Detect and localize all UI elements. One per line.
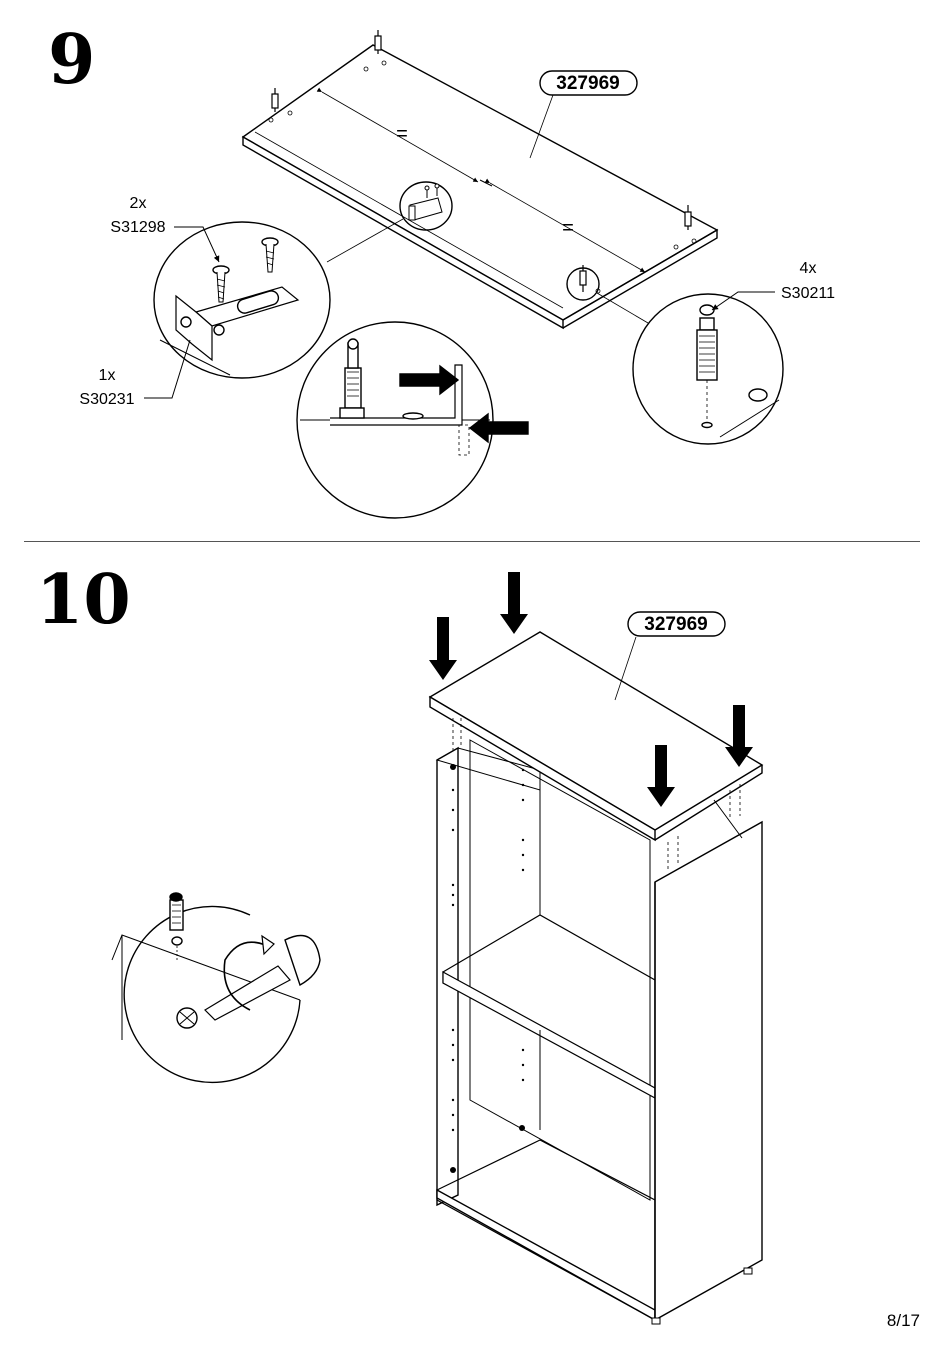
equal-mark-left: = [396,123,408,145]
detail-dowel [633,294,783,444]
svg-text:327969: 327969 [556,73,619,94]
equal-mark-right: = [562,217,574,239]
detail-bracket-install [297,322,528,518]
detail-screws-bracket [154,222,330,378]
svg-text:S30231: S30231 [79,391,134,408]
step-10-part-label: 327969 [628,612,725,636]
step-10-cabinet [430,632,762,1324]
svg-text:4x: 4x [800,260,817,277]
callout-1x-s30231: 1x S30231 [79,340,190,408]
svg-text:S31298: S31298 [110,219,165,236]
svg-text:1x: 1x [99,367,116,384]
svg-text:2x: 2x [130,195,147,212]
svg-text:327969: 327969 [644,614,707,635]
svg-text:S30211: S30211 [781,285,835,302]
detail-screwdriver [112,893,320,1082]
step-9-part-label: 327969 [540,71,637,95]
